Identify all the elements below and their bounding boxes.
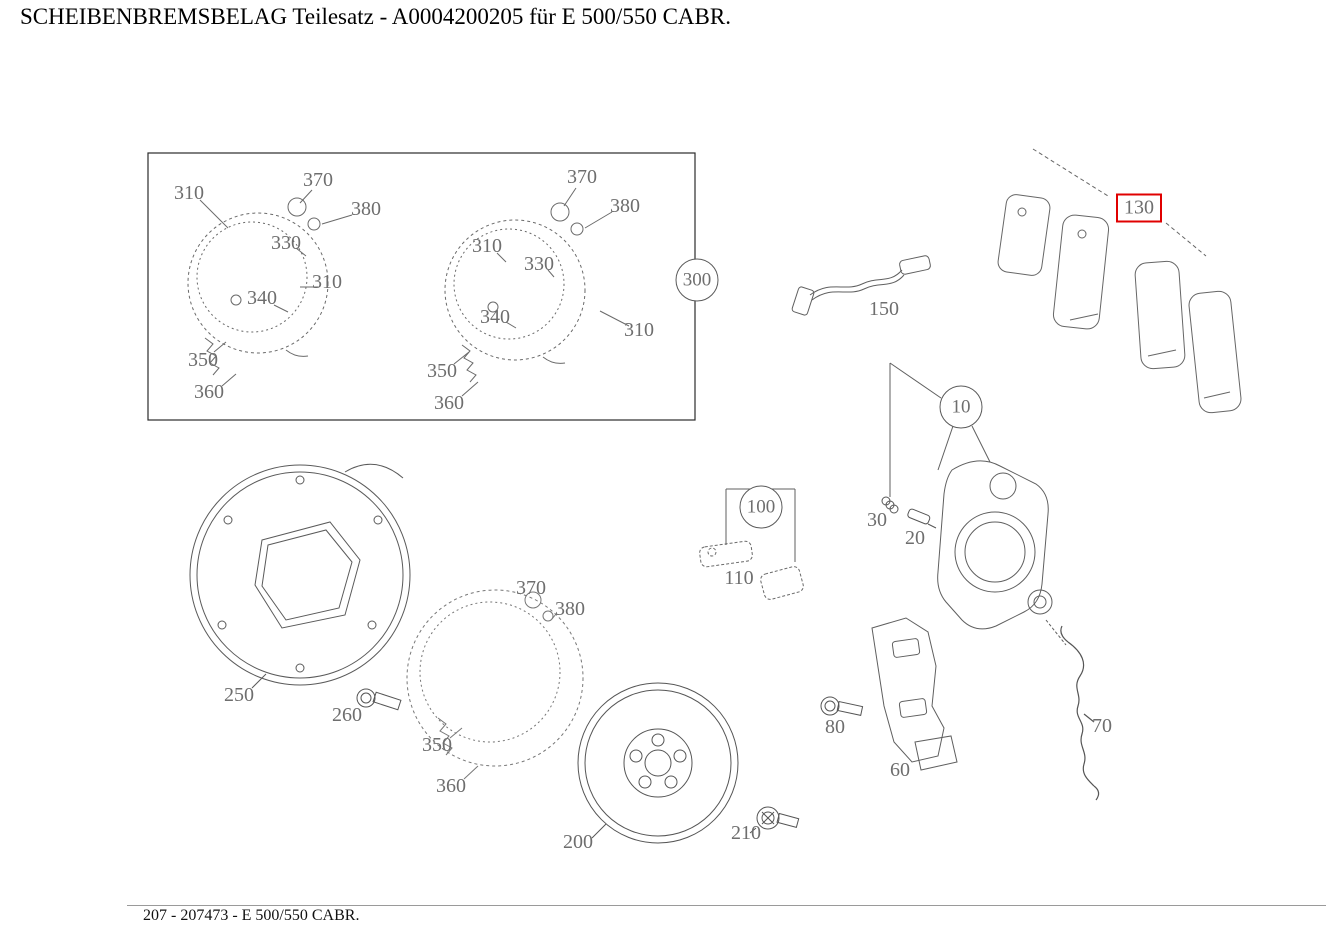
bolt-sketch-260 <box>356 688 402 711</box>
caliper-sketch <box>937 460 1067 646</box>
brake-pad-set-sketch <box>997 148 1242 414</box>
part-callout-300[interactable]: 300 <box>675 258 719 302</box>
caliper-carrier-sketch <box>871 617 958 771</box>
part-callout-20[interactable]: 20 <box>905 527 925 549</box>
part-callout-380[interactable]: 380 <box>351 198 381 220</box>
part-callout-260[interactable]: 260 <box>332 704 362 726</box>
part-callout-360[interactable]: 360 <box>434 392 464 414</box>
part-callout-310[interactable]: 310 <box>472 235 502 257</box>
part-callout-370[interactable]: 370 <box>516 577 546 599</box>
spring-and-bolt-sketch <box>881 496 937 529</box>
part-callout-350[interactable]: 350 <box>188 349 218 371</box>
drum-assembly-sketch-right <box>444 187 630 397</box>
part-callout-250[interactable]: 250 <box>224 684 254 706</box>
part-callout-340[interactable]: 340 <box>480 306 510 328</box>
part-callout-30[interactable]: 30 <box>867 509 887 531</box>
footer-divider <box>127 905 1326 906</box>
part-callout-130[interactable]: 130 <box>1116 193 1162 223</box>
part-callout-80[interactable]: 80 <box>825 716 845 738</box>
part-callout-10[interactable]: 10 <box>939 385 983 429</box>
part-callout-330[interactable]: 330 <box>271 232 301 254</box>
brake-disc-sketch <box>577 682 739 844</box>
part-callout-310[interactable]: 310 <box>312 271 342 293</box>
part-callout-150[interactable]: 150 <box>869 298 899 320</box>
part-callout-370[interactable]: 370 <box>303 169 333 191</box>
retaining-spring-sketch <box>1060 625 1100 801</box>
part-callout-370[interactable]: 370 <box>567 166 597 188</box>
part-callout-380[interactable]: 380 <box>610 195 640 217</box>
part-callout-340[interactable]: 340 <box>247 287 277 309</box>
bolt-sketch-80 <box>820 696 864 716</box>
bolt-sketch-210 <box>749 806 800 834</box>
wear-sensor-sketch <box>791 255 931 316</box>
leader-lines-10 <box>889 362 991 497</box>
page-title: SCHEIBENBREMSBELAG Teilesatz - A00042002… <box>20 4 731 29</box>
part-callout-350[interactable]: 350 <box>422 734 452 756</box>
part-callout-100[interactable]: 100 <box>739 485 783 529</box>
part-callout-350[interactable]: 350 <box>427 360 457 382</box>
part-callout-380[interactable]: 380 <box>555 598 585 620</box>
part-callout-310[interactable]: 310 <box>174 182 204 204</box>
part-callout-70[interactable]: 70 <box>1092 715 1112 737</box>
drum-assembly-sketch-middle <box>406 589 584 780</box>
part-callout-60[interactable]: 60 <box>890 759 910 781</box>
part-callout-360[interactable]: 360 <box>194 381 224 403</box>
backing-plate-sketch <box>189 463 411 689</box>
part-callout-360[interactable]: 360 <box>436 775 466 797</box>
footer-caption: 207 - 207473 - E 500/550 CABR. <box>143 907 360 924</box>
part-callout-200[interactable]: 200 <box>563 831 593 853</box>
part-callout-110[interactable]: 110 <box>724 567 754 589</box>
sensor-kit-sketch-110 <box>699 540 804 600</box>
part-callout-330[interactable]: 330 <box>524 253 554 275</box>
part-callout-310[interactable]: 310 <box>624 319 654 341</box>
part-callout-210[interactable]: 210 <box>731 822 761 844</box>
drum-assembly-sketch-left <box>187 189 353 387</box>
